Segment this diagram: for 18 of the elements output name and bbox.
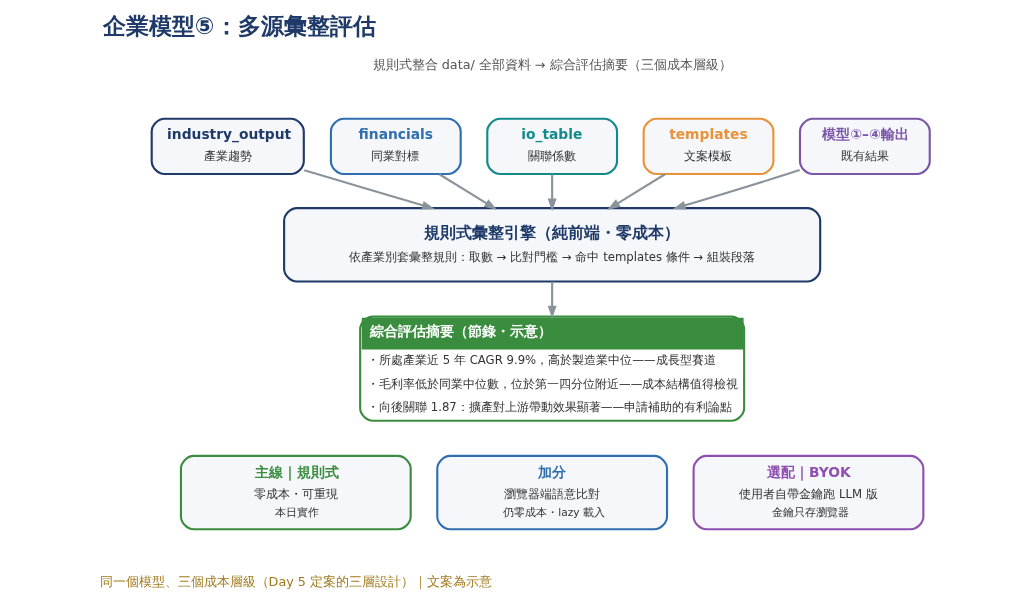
arrow	[438, 173, 497, 210]
arrow	[672, 168, 800, 210]
arrow	[607, 173, 666, 210]
arrow	[547, 281, 557, 319]
label: 規則式整合 data/ 全部資料 → 綜合評估摘要（三個成本層級）	[372, 56, 732, 72]
node-box: 選配｜BYOK 使用者自帶金鑰跑 LLM 版 金鑰只存瀏覽器	[692, 454, 925, 531]
diagram-title: 企業模型⑤：多源彙整評估	[102, 12, 376, 41]
arrow	[547, 174, 557, 212]
node-box: templates 文案模板	[642, 117, 775, 176]
node-box: io_table 關聯係數	[486, 117, 619, 176]
node-box: 主線｜規則式 零成本・可重現 本日實作	[179, 454, 412, 531]
node-box: 加分 瀏覽器端語意比對 仍零成本・lazy 載入	[436, 454, 669, 531]
arrow	[303, 169, 435, 210]
node-box: 規則式彙整引擎（純前端・零成本） 依產業別套彙整規則：取數 → 比對門檻 → 命中 templates 條件 → 組裝段落	[283, 207, 822, 283]
node-box: financials 同業對標	[329, 117, 462, 176]
label: 同一個模型、三個成本層級（Day 5 定案的三層設計）｜文案為示意	[99, 573, 493, 589]
node-box: 模型①–④輸出 既有結果	[798, 117, 931, 176]
node-box: industry_output 產業趨勢	[150, 117, 305, 176]
